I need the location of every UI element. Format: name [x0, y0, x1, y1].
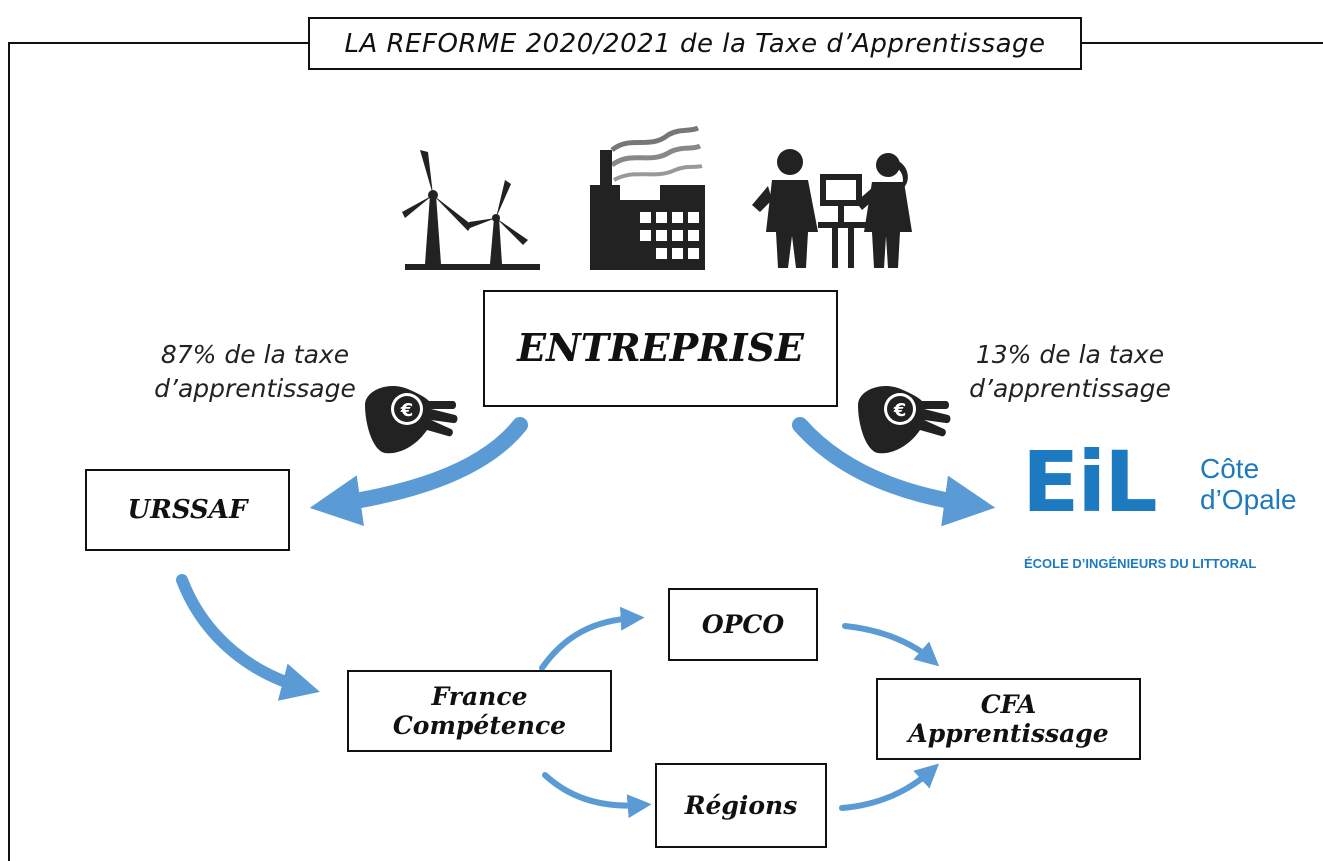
node-cfa-apprentissage: CFA Apprentissage: [876, 678, 1141, 760]
node-france-line1: France: [431, 681, 528, 711]
right-share-line2: d’apprentissage: [969, 373, 1171, 403]
left-share-line1: 87% de la taxe: [160, 340, 350, 369]
office-workers-icon: [752, 149, 912, 268]
arrow-urssaf-to-france: [176, 574, 320, 701]
svg-text:€: €: [400, 400, 414, 421]
node-cfa-line1: CFA: [980, 689, 1037, 719]
factory-icon: [590, 125, 705, 270]
arrow-regions-to-cfa: [839, 763, 940, 811]
eil-logo-tagline: ÉCOLE D’INGÉNIEURS DU LITTORAL: [1024, 556, 1257, 571]
node-france-line2: Compétence: [392, 711, 567, 740]
node-france-competence: France Compétence: [347, 670, 612, 752]
svg-text:€: €: [893, 400, 907, 421]
hand-euro-coin-icon: €: [365, 385, 458, 454]
node-regions: Régions: [655, 763, 827, 848]
node-cfa-line2: Apprentissage: [908, 719, 1109, 748]
node-entreprise-label: ENTREPRISE: [517, 325, 804, 371]
eil-logo-mark: EiL: [1022, 433, 1158, 531]
node-opco-label: OPCO: [701, 609, 785, 639]
arrow-france-to-opco: [539, 606, 645, 671]
eil-logo-side-line2: d’Opale: [1200, 483, 1297, 515]
wind-turbines-icon: [402, 150, 540, 270]
eil-logo-side: Côte d’Opale: [1200, 453, 1297, 516]
frame-left: [8, 42, 10, 861]
page-title: LA REFORME 2020/2021 de la Taxe d’Appren…: [308, 17, 1082, 70]
node-regions-label: Régions: [684, 790, 798, 820]
frame-top-right: [1082, 42, 1323, 44]
arrow-entreprise-to-urssaf: [309, 417, 528, 526]
node-urssaf-label: URSSAF: [127, 494, 248, 525]
arrow-entreprise-to-eil: [792, 417, 996, 527]
eil-logo: EiL Côte d’Opale ÉCOLE D’INGÉNIEURS DU L…: [1010, 440, 1323, 574]
node-entreprise: ENTREPRISE: [483, 290, 838, 407]
node-urssaf: URSSAF: [85, 469, 290, 551]
frame-top-left: [8, 42, 308, 44]
left-share-line2: d’apprentissage: [154, 373, 356, 403]
eil-logo-side-line1: Côte: [1200, 453, 1260, 484]
arrow-france-to-regions: [542, 772, 652, 819]
right-share-label: 13% de la taxe d’apprentissage: [955, 338, 1185, 406]
node-opco: OPCO: [668, 588, 818, 661]
right-share-line1: 13% de la taxe: [975, 340, 1165, 369]
left-share-label: 87% de la taxe d’apprentissage: [140, 338, 370, 406]
hand-euro-coin-icon-right: €: [858, 385, 951, 454]
arrow-opco-to-cfa: [842, 623, 940, 667]
